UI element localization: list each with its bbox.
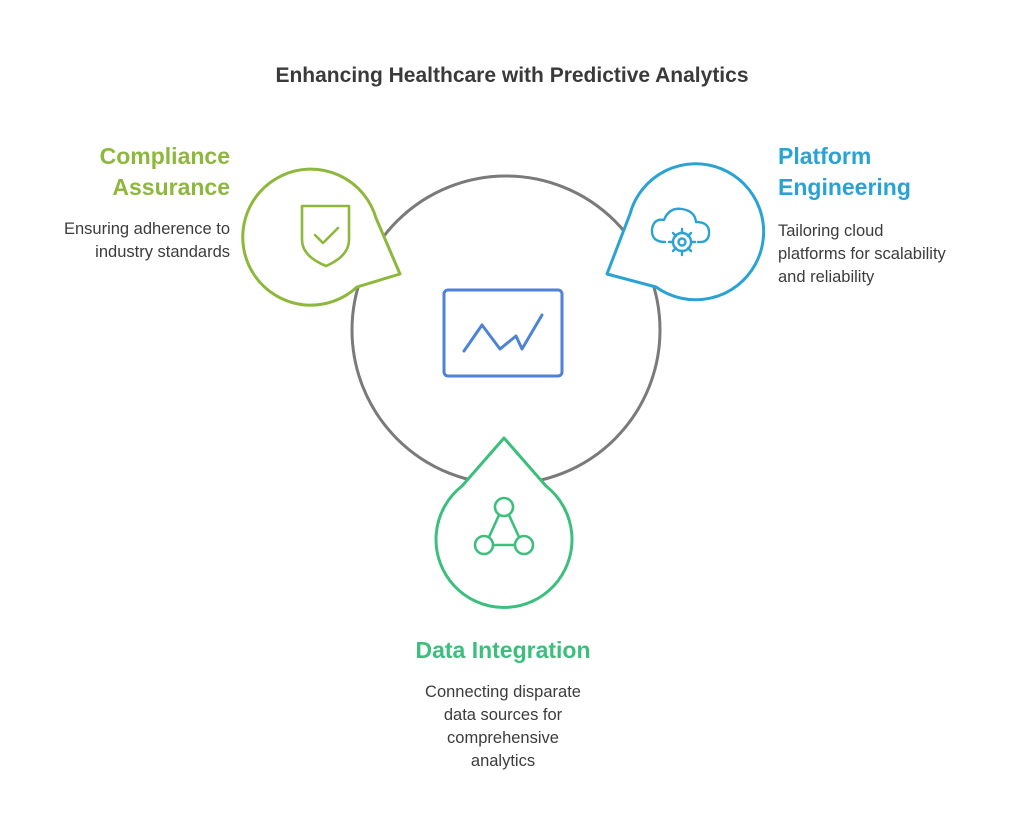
data-integration-heading: Data Integration <box>415 637 591 663</box>
compliance-heading-line2: Assurance <box>112 174 230 200</box>
compliance-pin <box>241 167 402 307</box>
network-nodes-icon <box>473 496 535 556</box>
platform-desc-line2: platforms for scalability <box>778 245 946 263</box>
diagram-title: Enhancing Healthcare with Predictive Ana… <box>275 64 749 87</box>
shield-check-icon <box>300 204 351 268</box>
platform-heading: Platform Engineering <box>778 141 998 203</box>
compliance-description: Ensuring adherence to industry standards <box>0 218 230 264</box>
data-integration-description: Connecting disparate data sources for co… <box>363 681 643 773</box>
data-desc-line4: analytics <box>470 752 536 770</box>
data-integration-pin <box>434 436 574 609</box>
compliance-heading: Compliance Assurance <box>30 141 230 203</box>
data-desc-line2: data sources for <box>443 706 563 724</box>
cloud-gear-icon <box>650 207 711 257</box>
compliance-desc-line2: industry standards <box>95 243 230 261</box>
platform-description: Tailoring cloud platforms for scalabilit… <box>778 220 1008 289</box>
platform-desc-line1: Tailoring cloud <box>778 222 884 240</box>
platform-desc-line3: and reliability <box>778 268 875 286</box>
compliance-desc-line1: Ensuring adherence to <box>63 220 230 238</box>
data-desc-line3: comprehensive <box>447 729 559 747</box>
platform-heading-line2: Engineering <box>778 174 911 200</box>
compliance-heading-line1: Compliance <box>99 143 230 169</box>
platform-heading-line1: Platform <box>778 143 872 169</box>
data-desc-line1: Connecting disparate <box>425 683 581 701</box>
platform-pin <box>605 162 766 302</box>
line-chart-icon <box>442 288 564 378</box>
